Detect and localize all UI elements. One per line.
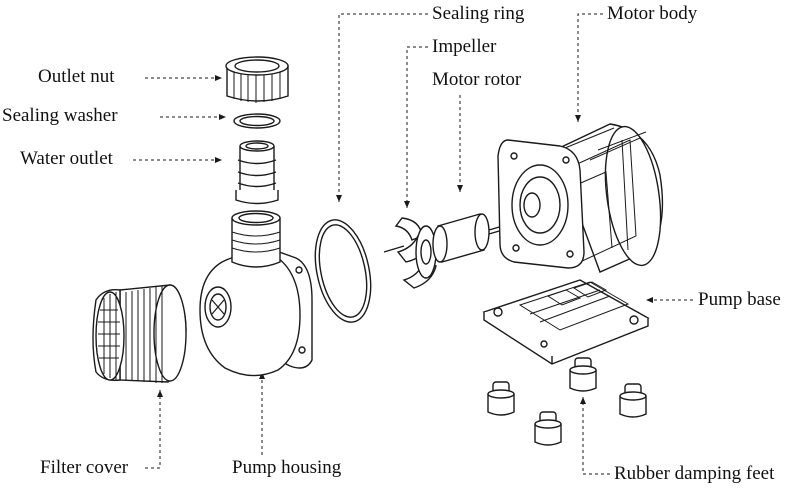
label-sealing-washer: Sealing washer: [2, 105, 118, 126]
label-pump-housing: Pump housing: [232, 457, 342, 478]
leader-motor-body: [575, 13, 603, 122]
label-water-outlet: Water outlet: [20, 148, 113, 169]
sealing-washer-part: [234, 114, 280, 128]
motor-body-part: [498, 123, 668, 272]
label-motor-body: Motor body: [607, 3, 698, 24]
rubber-foot-4: [535, 412, 561, 445]
motor-rotor-part: [433, 214, 506, 262]
label-outlet-nut: Outlet nut: [38, 66, 115, 87]
label-filter-cover: Filter cover: [40, 457, 129, 478]
leader-impeller: [404, 46, 428, 208]
label-motor-rotor: Motor rotor: [432, 69, 522, 90]
leader-rubber-feet: [580, 397, 610, 475]
rubber-foot-1: [488, 382, 514, 415]
filter-cover-part: [93, 285, 186, 383]
pump-housing-part: [200, 211, 312, 376]
sealing-ring-part: [307, 215, 379, 328]
rubber-foot-3: [620, 384, 646, 417]
label-rubber-damping-feet: Rubber damping feet: [614, 463, 775, 484]
label-pump-base: Pump base: [698, 289, 781, 310]
leader-filter-cover: [145, 390, 163, 469]
label-sealing-ring: Sealing ring: [432, 3, 525, 24]
rubber-feet-part: [488, 358, 646, 445]
water-outlet-part: [236, 141, 278, 204]
pump-base-part: [484, 280, 648, 364]
outlet-nut-part: [226, 57, 288, 103]
impeller-part: [384, 218, 436, 288]
rubber-foot-2: [570, 358, 596, 391]
label-impeller: Impeller: [432, 36, 497, 57]
leader-sealing-ring: [336, 13, 428, 202]
